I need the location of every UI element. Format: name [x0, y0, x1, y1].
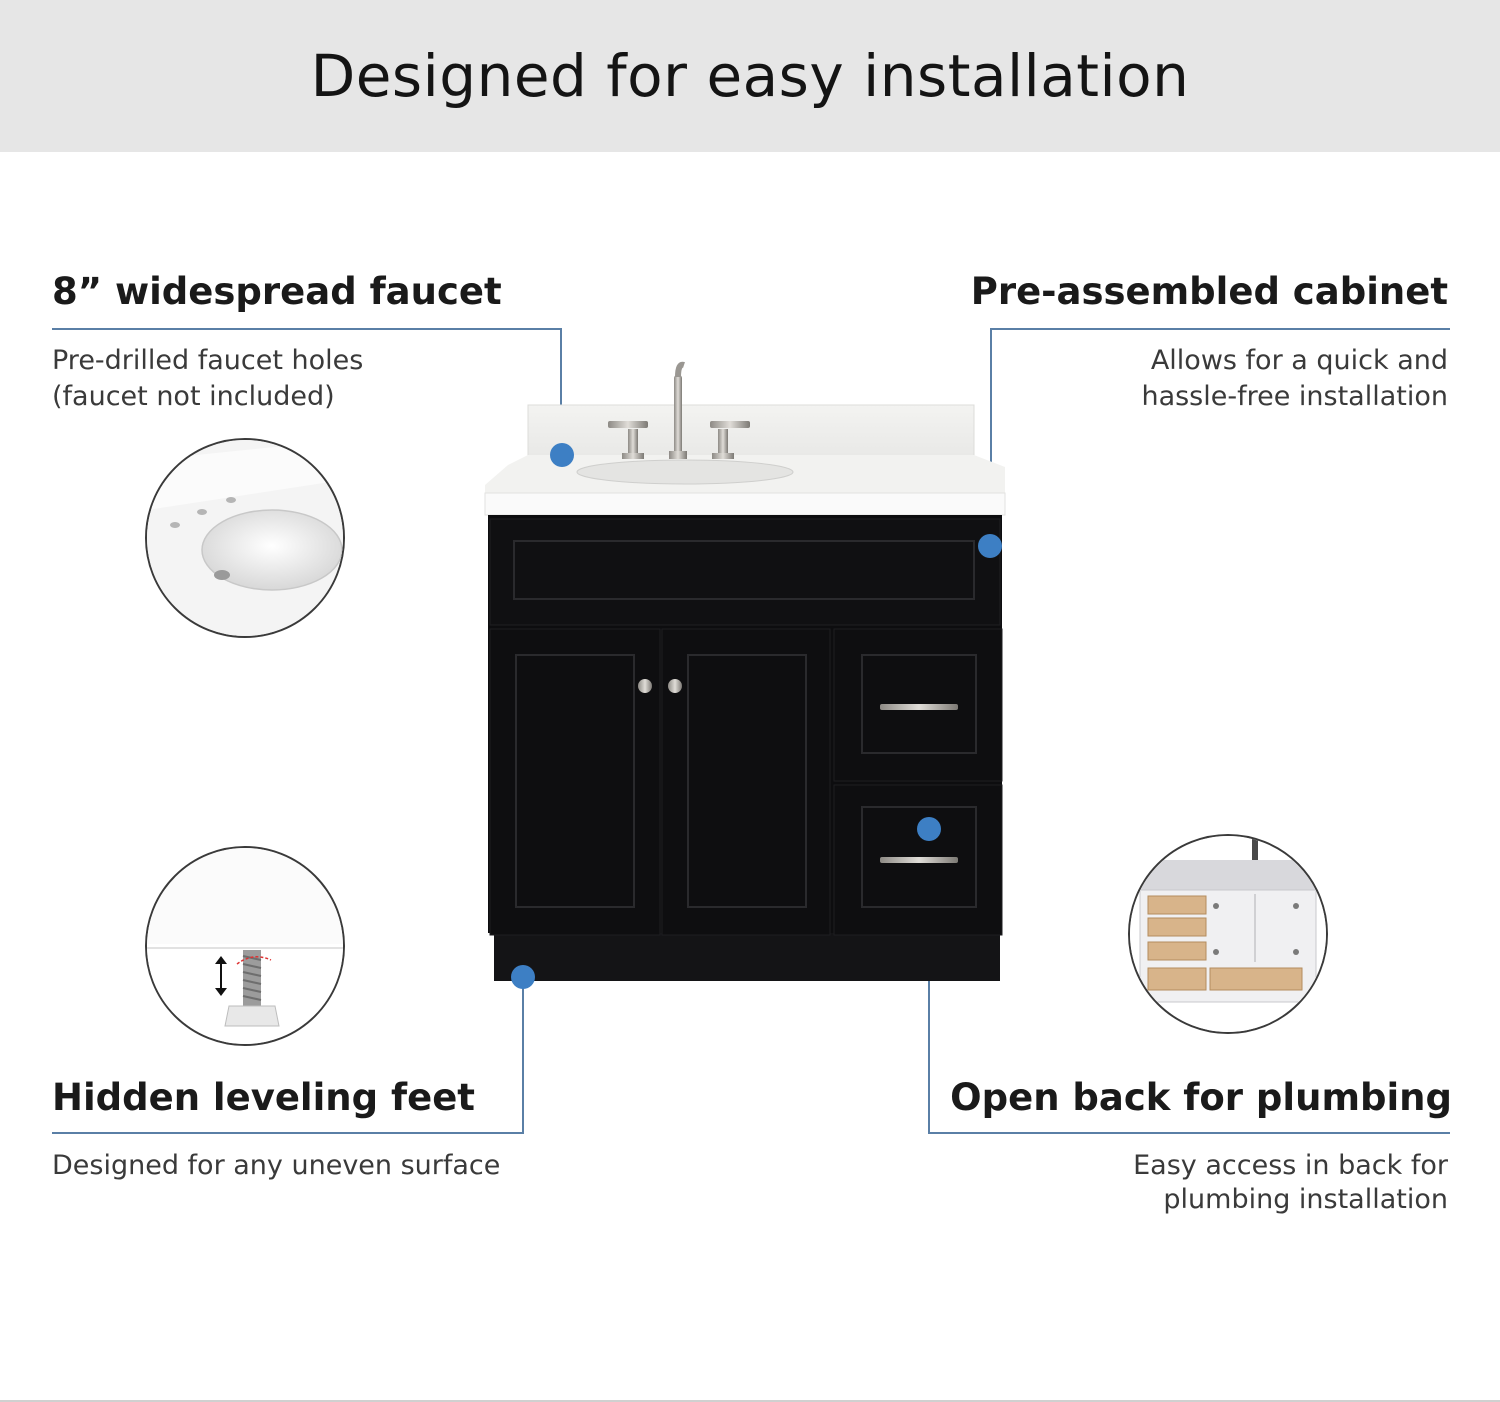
feet-leader-underline: [52, 1132, 524, 1134]
leveling-feet-inset: [145, 846, 345, 1046]
plumbing-leader-vertical: [928, 830, 930, 1134]
cabinet-feature-title: Pre-assembled cabinet: [970, 270, 1448, 313]
sink-closeup-illustration: [147, 440, 343, 636]
feet-callout-dot: [511, 965, 535, 989]
page-title: Designed for easy installation: [310, 42, 1190, 110]
feet-feature-title: Hidden leveling feet: [52, 1076, 475, 1119]
cabinet-leader-vertical: [990, 328, 992, 544]
faucet-callout-dot: [550, 443, 574, 467]
faucet-leader-underline: [52, 328, 562, 330]
plumbing-feature-desc-2: plumbing installation: [1163, 1184, 1448, 1215]
faucet-leader-vertical: [560, 328, 562, 454]
plumbing-callout-dot: [917, 817, 941, 841]
feet-feature-desc-1: Designed for any uneven surface: [52, 1150, 501, 1181]
open-back-illustration: [1130, 836, 1326, 1032]
plumbing-feature-desc-1: Easy access in back for: [1133, 1150, 1448, 1181]
leveling-foot-illustration: [147, 848, 343, 1044]
plumbing-feature-title: Open back for plumbing: [950, 1076, 1452, 1119]
cabinet-feature-desc-2: hassle-free installation: [1141, 381, 1448, 412]
bottom-border: [0, 1400, 1500, 1402]
faucet-feature-title: 8” widespread faucet: [52, 270, 502, 313]
feet-leader-vertical: [522, 976, 524, 1134]
plumbing-leader-underline: [928, 1132, 1450, 1134]
faucet-feature-desc-2: (faucet not included): [52, 381, 335, 412]
cabinet-feature-desc-1: Allows for a quick and: [1150, 345, 1448, 376]
faucet-holes-inset: [145, 438, 345, 638]
cabinet-callout-dot: [978, 534, 1002, 558]
vanity-product-image: [484, 361, 1006, 981]
header-banner: [0, 0, 1500, 152]
open-back-inset: [1128, 834, 1328, 1034]
faucet-feature-desc-1: Pre-drilled faucet holes: [52, 345, 364, 376]
cabinet-leader-underline: [990, 328, 1450, 330]
